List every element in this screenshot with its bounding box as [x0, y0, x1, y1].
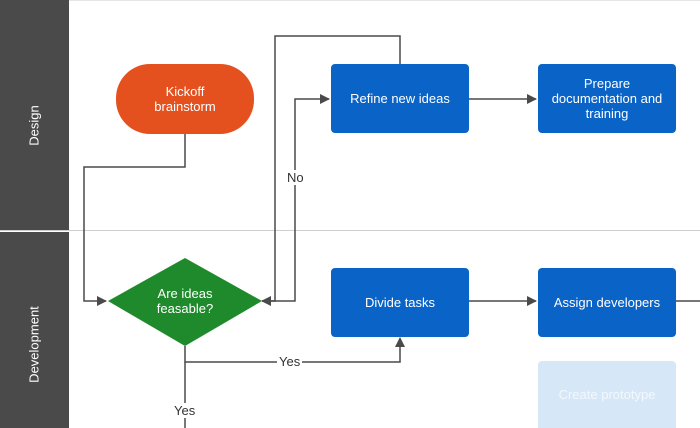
- assign-developers-label: Assign developers: [553, 295, 661, 310]
- prepare-documentation-label: Prepare documentation and training: [551, 76, 663, 121]
- edge-label-yes-right: Yes: [277, 354, 303, 369]
- kickoff-brainstorm-label: Kickoff brainstorm: [154, 84, 216, 114]
- kickoff-brainstorm-node[interactable]: Kickoff brainstorm: [116, 64, 254, 134]
- refine-new-ideas-node[interactable]: Refine new ideas: [331, 64, 469, 133]
- edge-decision-no-to-refine: [262, 94, 330, 302]
- decision-label: Are ideas feasable?: [156, 286, 214, 316]
- divide-tasks-label: Divide tasks: [364, 295, 436, 310]
- prepare-documentation-node[interactable]: Prepare documentation and training: [538, 64, 676, 133]
- edge-label-no: No: [285, 170, 306, 185]
- top-border: [0, 0, 700, 1]
- refine-new-ideas-label: Refine new ideas: [350, 91, 450, 106]
- assign-developers-node[interactable]: Assign developers: [538, 268, 676, 337]
- create-prototype-label: Create prototype: [558, 387, 656, 402]
- lane-header-development: [0, 232, 69, 428]
- edge-kickoff-to-decision: [83, 134, 186, 306]
- decision-diamond[interactable]: [108, 258, 262, 346]
- edge-label-yes-down: Yes: [172, 403, 198, 418]
- divide-tasks-node[interactable]: Divide tasks: [331, 268, 469, 337]
- create-prototype-node[interactable]: Create prototype: [538, 361, 676, 428]
- lane-divider: [0, 230, 700, 231]
- lane-header-design: [0, 0, 69, 230]
